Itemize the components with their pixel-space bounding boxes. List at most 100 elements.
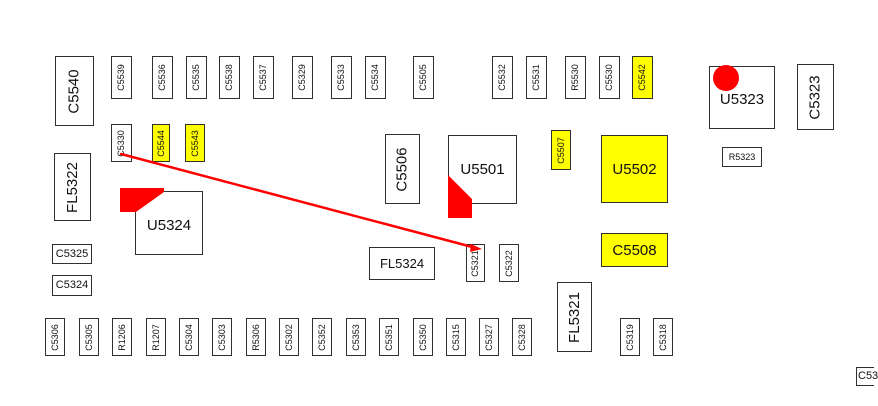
component-c5352[interactable]: C5352 [312,318,332,356]
component-label: C5353 [350,323,361,351]
component-r1206[interactable]: R1206 [112,318,132,356]
component-c5506[interactable]: C5506 [385,134,420,204]
component-c5328[interactable]: C5328 [512,318,532,356]
component-label: FL5322 [64,161,81,213]
component-label: C5323 [807,74,825,120]
component-label: R5306 [250,323,261,351]
component-label: C5319 [624,323,635,351]
component-c5351[interactable]: C5351 [379,318,399,356]
component-u5324[interactable]: U5324 [135,191,203,255]
component-c5508[interactable]: C5508 [601,233,668,267]
component-label: R1207 [150,323,161,351]
component-fl5322[interactable]: FL5322 [54,153,91,221]
component-label: C5315 [450,323,461,351]
component-label: C5531 [531,64,541,91]
component-label: R1206 [116,323,127,351]
component-c5530[interactable]: C5530 [599,56,620,99]
component-r5530[interactable]: R5530 [565,56,586,99]
component-label: C5330 [116,129,126,157]
component-c5350[interactable]: C5350 [413,318,433,356]
component-label: C5536 [157,64,167,91]
component-label: C5322 [503,249,514,277]
component-c5353[interactable]: C5353 [346,318,366,356]
component-label: U5323 [719,91,765,108]
component-c5544[interactable]: C5544 [152,124,170,162]
component-c5325[interactable]: C5325 [52,244,92,264]
component-label: C5327 [483,323,494,351]
component-c5329[interactable]: C5329 [292,56,313,99]
component-c5319[interactable]: C5319 [620,318,640,356]
component-label: C5505 [418,64,428,91]
component-label: FL5324 [379,256,425,271]
component-c5303[interactable]: C5303 [212,318,232,356]
component-label: C5506 [394,146,412,192]
component-label: C5538 [224,64,234,91]
component-c5536[interactable]: C5536 [152,56,173,99]
component-c5321[interactable]: C5321 [466,244,485,282]
component-fl5321[interactable]: FL5321 [557,282,592,352]
component-c5306[interactable]: C5306 [45,318,65,356]
component-label: C5324 [55,279,89,291]
component-label: C5544 [155,129,166,157]
component-c5505[interactable]: C5505 [413,56,434,99]
component-label: C5304 [183,323,194,351]
component-label: R5530 [570,64,580,91]
component-label: C5507 [555,136,566,164]
component-label: C5535 [191,64,201,91]
component-label: C5302 [283,323,294,351]
component-label: C5532 [497,64,507,91]
component-c5537[interactable]: C5537 [253,56,274,99]
component-c5305[interactable]: C5305 [79,318,99,356]
component-c5538[interactable]: C5538 [219,56,240,99]
component-u5323[interactable]: U5323 [709,66,775,129]
component-label: C5543 [189,129,200,157]
component-label: U5502 [612,160,657,178]
component-label: C5305 [83,323,94,351]
component-c5302[interactable]: C5302 [279,318,299,356]
component-c5318[interactable]: C5318 [653,318,673,356]
component-label: U5501 [460,161,505,178]
component-c5531[interactable]: C5531 [526,56,547,99]
component-r5306[interactable]: R5306 [246,318,266,356]
component-c5330[interactable]: C5330 [111,124,132,162]
component-c5315[interactable]: C5315 [446,318,466,356]
component-c5533[interactable]: C5533 [331,56,352,99]
component-label: C5537 [258,64,268,91]
component-c5543[interactable]: C5543 [185,124,205,162]
component-label: C5351 [383,323,394,351]
component-c5327[interactable]: C5327 [479,318,499,356]
component-c5532[interactable]: C5532 [492,56,513,99]
component-label: C53 [858,370,878,382]
component-label: C5508 [612,241,657,259]
component-label: C5325 [55,247,89,260]
component-label: C5540 [66,68,84,114]
component-label: C5533 [336,64,346,91]
component-label: C5303 [216,323,227,351]
component-label: FL5321 [566,291,583,343]
component-c53-partial[interactable]: C53 [856,367,878,386]
component-u5501[interactable]: U5501 [448,135,517,204]
component-r1207[interactable]: R1207 [146,318,166,356]
component-c5507[interactable]: C5507 [551,130,571,170]
component-c5542[interactable]: C5542 [632,56,653,99]
component-u5502[interactable]: U5502 [601,135,668,203]
component-c5322[interactable]: C5322 [499,244,519,282]
component-c5535[interactable]: C5535 [186,56,207,99]
component-label: U5324 [146,216,192,234]
component-label: C5321 [470,249,480,277]
component-c5304[interactable]: C5304 [179,318,199,356]
component-fl5324[interactable]: FL5324 [369,247,435,280]
component-label: C5534 [370,64,380,91]
component-c5323[interactable]: C5323 [797,64,834,130]
component-label: C5539 [116,64,126,91]
component-label: C5328 [516,323,527,351]
component-c5534[interactable]: C5534 [365,56,386,99]
component-r5323[interactable]: R5323 [722,147,762,167]
component-label: C5542 [637,64,647,91]
component-label: C5350 [417,323,428,351]
component-c5539[interactable]: C5539 [111,56,132,99]
component-c5324[interactable]: C5324 [52,275,92,296]
component-label: C5530 [604,64,614,91]
component-c5540[interactable]: C5540 [55,56,94,126]
